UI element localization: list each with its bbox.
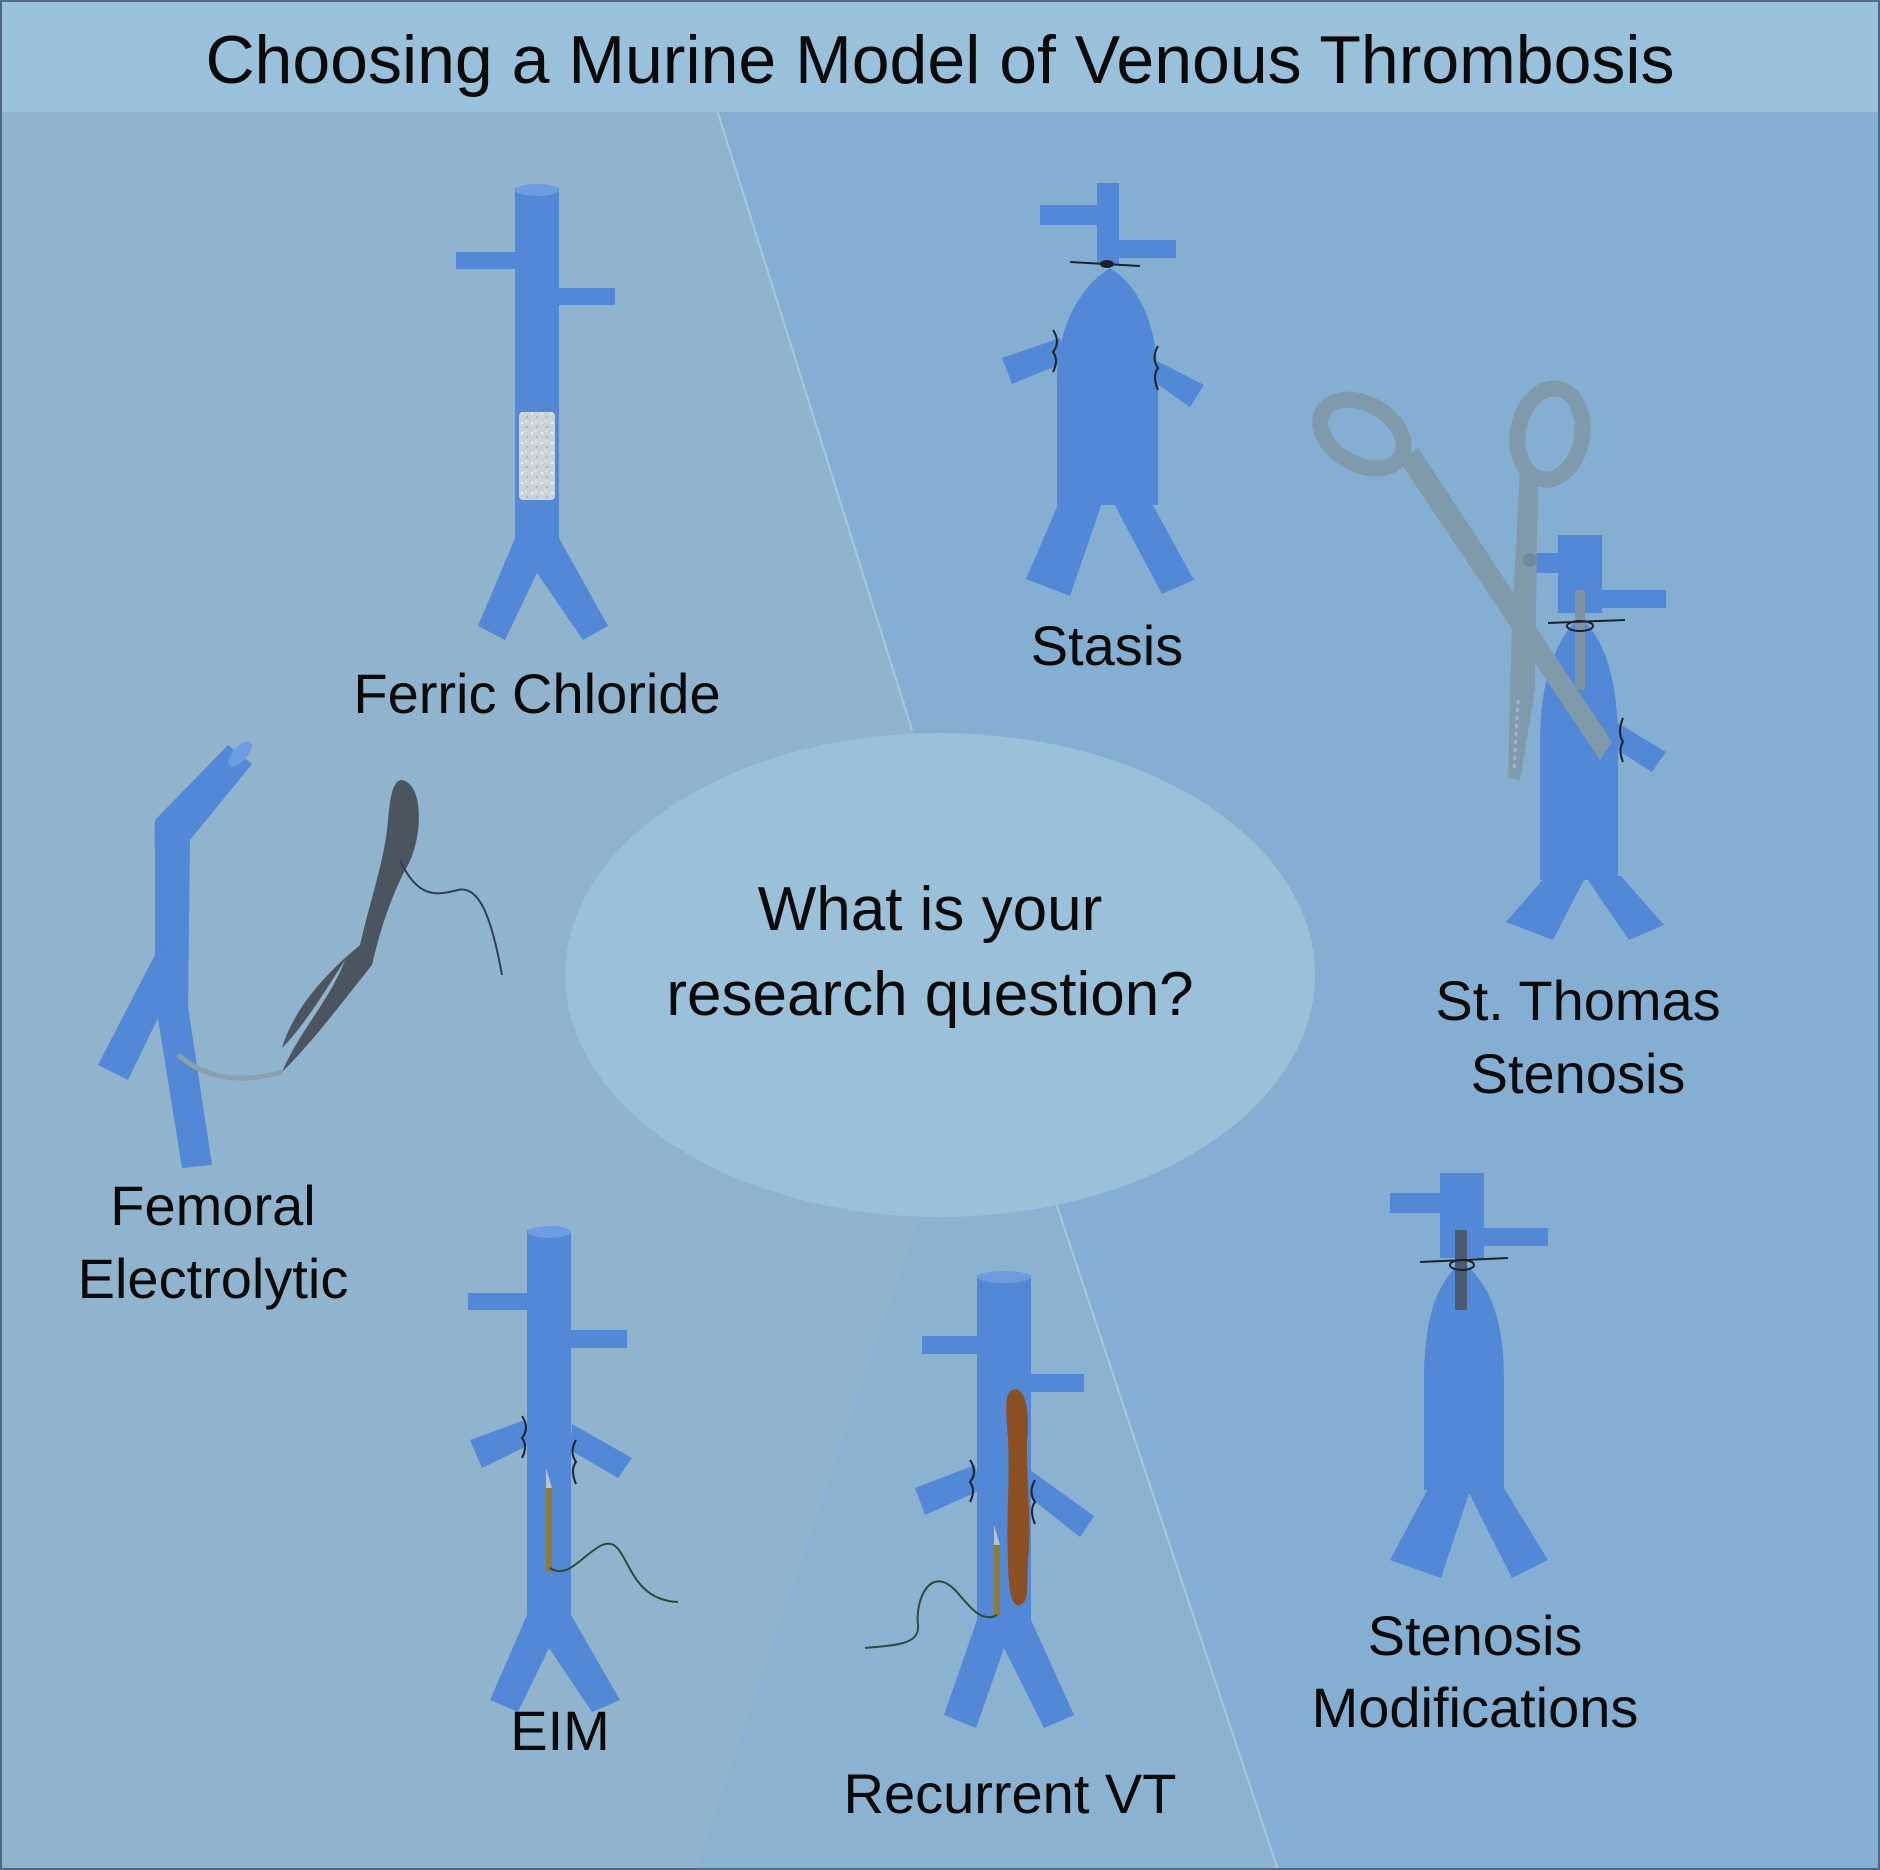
recurrent-vt-model xyxy=(864,1271,1094,1728)
label-st-thomas-line-1: St. Thomas xyxy=(1435,969,1720,1032)
figure-title: Choosing a Murine Model of Venous Thromb… xyxy=(205,22,1674,98)
suture-icon xyxy=(1547,619,1626,763)
label-st-thomas-line-2: Stenosis xyxy=(1471,1042,1686,1105)
center-question-line-2: research question? xyxy=(666,960,1193,1029)
ferric-patch-icon xyxy=(519,412,555,500)
label-stenosis-mod-line-1: Stenosis xyxy=(1368,1604,1583,1667)
title-band xyxy=(0,0,1880,112)
ferric-chloride-model xyxy=(456,184,615,640)
wire-icon xyxy=(399,859,503,976)
label-femoral-line-2: Electrolytic xyxy=(78,1247,349,1310)
wire-icon xyxy=(176,1053,283,1081)
suture-icon xyxy=(520,1415,578,1485)
st-thomas-model xyxy=(1312,380,1666,940)
forceps-icon xyxy=(282,780,419,1072)
stenosis-modifications-model xyxy=(1390,1173,1548,1578)
label-eim: EIM xyxy=(510,1699,610,1762)
wire-icon xyxy=(864,1580,998,1649)
label-recurrent-vt: Recurrent VT xyxy=(844,1762,1177,1825)
panel-divider xyxy=(716,109,913,731)
eim-model xyxy=(468,1226,679,1712)
needle-icon xyxy=(1575,590,1585,690)
center-ellipse xyxy=(565,733,1315,1217)
femoral-electrolytic-model xyxy=(98,741,503,1168)
scissors-icon xyxy=(1312,380,1612,780)
wire-icon xyxy=(549,1542,679,1603)
label-stasis: Stasis xyxy=(1031,614,1184,677)
needle-icon xyxy=(546,1488,552,1572)
suture-icon xyxy=(1419,1257,1509,1271)
needle-icon xyxy=(994,1545,1000,1615)
stasis-model xyxy=(1002,183,1204,596)
label-femoral-line-1: Femoral xyxy=(110,1174,315,1237)
label-ferric-chloride: Ferric Chloride xyxy=(353,662,720,725)
suture-icon xyxy=(968,1459,1037,1525)
center-question-line-1: What is your xyxy=(758,875,1103,944)
thrombus xyxy=(1006,1389,1030,1606)
suture-icon xyxy=(1051,260,1160,391)
panel-divider-lower xyxy=(1049,1184,1279,1870)
label-stenosis-mod-line-2: Modifications xyxy=(1312,1676,1639,1739)
